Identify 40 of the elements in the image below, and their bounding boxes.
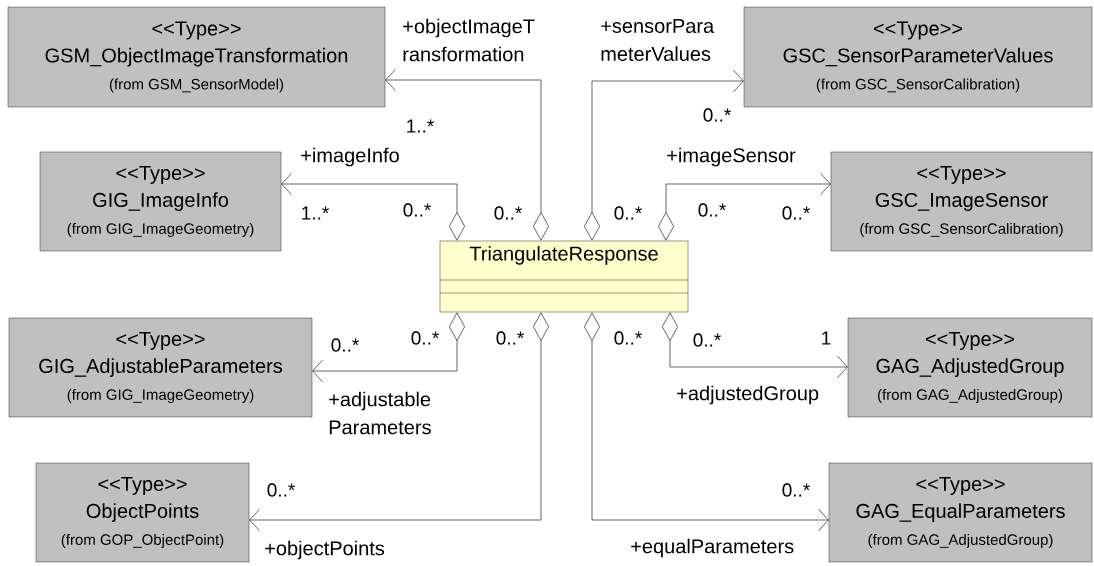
edge-label: +sensorPara meterValues xyxy=(601,19,715,61)
aggregation-arrow xyxy=(385,68,549,241)
multiplicity-label: 0..* xyxy=(614,331,642,345)
class-box: <<Type>> GIG_ImageInfo (from GIG_ImageGeometry) xyxy=(39,151,282,252)
multiplicity-label: 0..* xyxy=(782,483,810,497)
multiplicity-label: 0..* xyxy=(693,333,721,347)
multiplicity-label: 0..* xyxy=(403,203,431,217)
class-box: TriangulateResponse xyxy=(439,240,689,313)
class-box: <<Type>> GAG_AdjustedGroup (from GAG_AdjustedGroup) xyxy=(847,317,1093,418)
class-box: <<Type>> GSC_SensorParameterValues (from GSC_SensorCalibration) xyxy=(743,6,1093,108)
multiplicity-label: 0..* xyxy=(698,203,726,217)
edge-label: +imageInfo xyxy=(301,147,399,167)
multiplicity-label: 1..* xyxy=(302,206,329,220)
multiplicity-label: 0..* xyxy=(703,108,731,122)
edge-label: +objectImageT ransformation xyxy=(403,18,535,62)
multiplicity-label: 0..* xyxy=(782,206,810,220)
aggregation-arrow xyxy=(584,69,744,241)
multiplicity-label: 0..* xyxy=(496,331,524,345)
aggregation-arrow xyxy=(249,312,549,532)
class-box: <<Type>> GSC_ImageSensor (from GSC_SensorCalibration) xyxy=(830,151,1093,252)
aggregation-arrow xyxy=(312,312,465,383)
multiplicity-label: 1..* xyxy=(407,119,434,133)
multiplicity-label: 0..* xyxy=(267,483,295,497)
class-box: <<Type>> GSM_ObjectImageTransformation (from GSM_SensorModel) xyxy=(7,6,386,108)
multiplicity-label: 0..* xyxy=(331,338,359,352)
edge-label: +adjustable Parameters xyxy=(329,391,431,435)
class-box: <<Type>> ObjectPoints (from GOP_ObjectPoint) xyxy=(35,462,250,563)
aggregation-arrow xyxy=(584,312,829,532)
edge-label: +equalParameters xyxy=(631,538,794,558)
aggregation-arrow xyxy=(662,312,848,379)
aggregation-arrow xyxy=(658,172,831,241)
edge-label: +imageSensor xyxy=(667,147,796,167)
multiplicity-label: 0..* xyxy=(614,206,642,220)
class-box: <<Type>> GIG_AdjustableParameters (from GIG_ImageGeometry) xyxy=(8,317,313,418)
class-box: <<Type>> GAG_EqualParameters (from GAG_AdjustedGroup) xyxy=(828,462,1093,563)
multiplicity-label: 0..* xyxy=(494,206,522,220)
edge-label: +objectPoints xyxy=(265,540,385,560)
multiplicity-label: 0..* xyxy=(411,331,439,345)
edge-label: +adjustedGroup xyxy=(677,385,819,405)
aggregation-arrow xyxy=(281,172,465,241)
